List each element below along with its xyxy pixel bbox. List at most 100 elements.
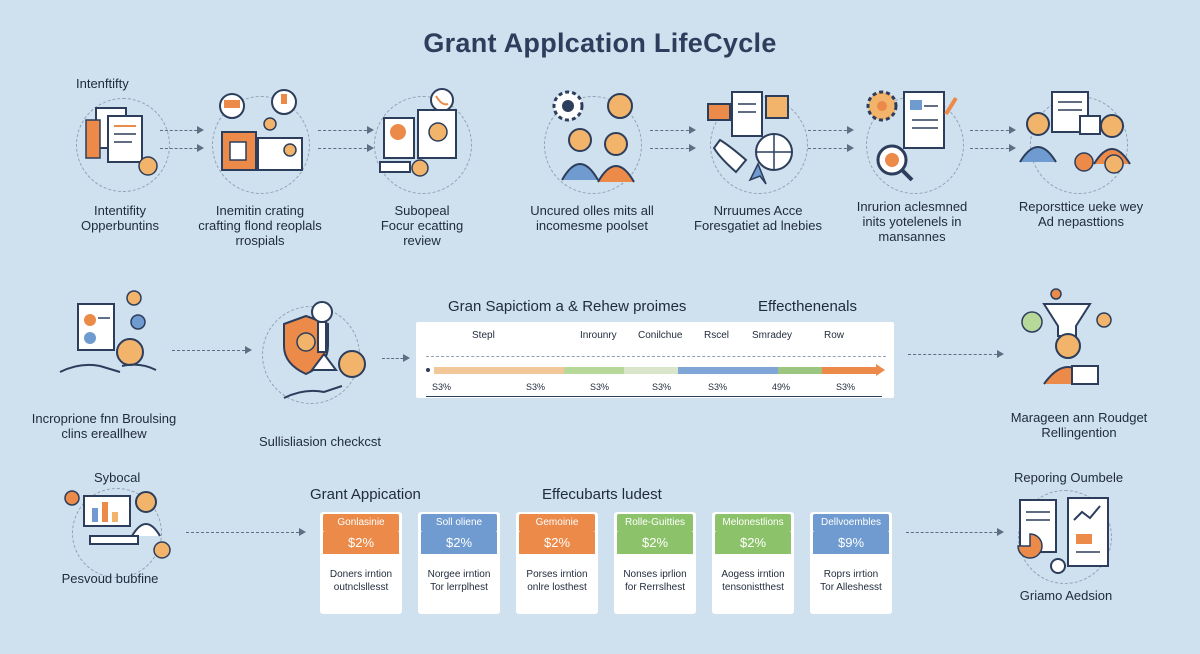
row3-left-label: Pesvoud bubfine: [61, 571, 159, 586]
card-value: $2%: [715, 532, 791, 554]
timeline-percent: S3%: [708, 382, 728, 392]
timeline-percent: S3%: [836, 382, 856, 392]
step-label: Reporsttice ueke wey Ad nepasttions: [1018, 199, 1144, 229]
timeline-segment: [778, 367, 822, 374]
section-title: Effecubarts ludest: [542, 486, 662, 503]
card-description: Nonses iprlion for Rerrslhest: [623, 569, 687, 593]
flow-arrow: [186, 528, 306, 536]
row2-right-label: Marageen ann Roudget Rellingention: [1010, 410, 1148, 440]
metric-card: Soll oliene $2% Norgee irntion Tor lerrp…: [418, 512, 500, 614]
timeline-header: Conilchue: [638, 330, 683, 341]
timeline-segment: [822, 367, 876, 374]
flow-arrow: [808, 144, 854, 152]
page-title: Grant Applcation LifeCycle: [423, 28, 777, 58]
funnel-manager-icon: [1021, 288, 1112, 385]
card-value: $2%: [421, 532, 497, 554]
timeline-percent: 49%: [772, 382, 791, 392]
timeline-segment: [564, 367, 624, 374]
timeline-header: Smradey: [752, 330, 793, 341]
timeline-header: Rscel: [704, 330, 730, 341]
card-description: Aogess irntion tensonistthest: [721, 569, 785, 593]
timeline-percent: S3%: [526, 382, 546, 392]
flow-arrow: [970, 126, 1016, 134]
flow-arrow: [650, 126, 696, 134]
flow-arrow: [172, 346, 252, 354]
flow-arrow: [318, 126, 374, 134]
timeline-title-secondary: Effecthenenals: [758, 298, 857, 315]
timeline-percent: S3%: [652, 382, 672, 392]
flow-arrow: [908, 350, 1004, 358]
metric-card: Rolle-Guitties $2% Nonses iprlion for Re…: [614, 512, 696, 614]
document-phone-icon: [379, 88, 457, 177]
idea-laptop-icon: [219, 89, 303, 171]
metric-card: Melonestlions $2% Aogess irntion tensoni…: [712, 512, 794, 614]
step-label: Subopeal Focur ecatting review: [380, 203, 464, 248]
card-description: Doners irntion outnclsllesst: [329, 569, 393, 593]
row1-top-label: Intenftifty: [76, 76, 129, 91]
card-description: Norgee irntion Tor lerrplhest: [427, 569, 491, 593]
flow-arrow: [382, 354, 410, 362]
timeline-header: Row: [824, 330, 845, 341]
card-header: Melonestlions: [715, 514, 791, 532]
metric-card: Gemoinie $2% Porses irntion onlre losthe…: [516, 512, 598, 614]
card-value: $2%: [323, 532, 399, 554]
flow-arrow: [160, 126, 204, 134]
timeline-header: Inrounry: [580, 330, 617, 341]
step-label: Inrurion aclesmned inits yotelenels in m…: [856, 199, 968, 244]
card-value: $9%: [813, 532, 889, 554]
step-circle: [212, 96, 310, 194]
flow-arrow: [906, 528, 1004, 536]
timeline-segment: [678, 367, 778, 374]
row3-right-top-label: Reporing Oumbele: [1014, 470, 1124, 485]
row3-right-label: Griamo Aedsion: [1019, 588, 1113, 603]
step-circle: [374, 96, 472, 194]
presentation-icon: [64, 490, 171, 559]
timeline-percent: S3%: [590, 382, 610, 392]
documents-icon: [85, 107, 158, 176]
card-description: Porses irntion onlre losthest: [526, 569, 588, 593]
card-header: Gemoinie: [519, 514, 595, 532]
card-description: Roprs irrtion Tor Alleshesst: [820, 569, 882, 593]
timeline-segment: [624, 367, 678, 374]
metric-card: Dellvoembles $9% Roprs irrtion Tor Alles…: [810, 512, 892, 614]
reports-chart-icon: [1017, 497, 1109, 574]
step-label: Inemitin crating crafting flond reoplals…: [198, 203, 322, 248]
step-circle: [544, 96, 642, 194]
step-circle: [76, 98, 170, 192]
metric-card: Gonlasinie $2% Doners irntion outnclslle…: [320, 512, 402, 614]
step-label: Nrruumes Acce Foresgatiet ad lnebies: [694, 203, 822, 233]
flow-arrow: [160, 144, 204, 152]
step-circle: [72, 488, 162, 578]
hand-review-icon: [707, 91, 793, 185]
timeline-axis: [426, 396, 882, 397]
card-header: Dellvoembles: [813, 514, 889, 532]
timeline-title: Gran Sapictiom a & Rehew proimes: [448, 298, 687, 315]
timeline-segment: [434, 367, 564, 374]
card-value: $2%: [519, 532, 595, 554]
timeline-panel: Stepl Inrounry Conilchue Rscel Smradey R…: [416, 322, 894, 398]
reporting-people-icon: [1019, 91, 1131, 174]
row2-middle-label: Sullisliasion checkcst: [258, 434, 382, 449]
timeline-start-dot: [426, 368, 430, 372]
card-header: Soll oliene: [421, 514, 497, 532]
card-header: Rolle-Guitties: [617, 514, 693, 532]
step-label: Uncured olles mits all incomesme poolset: [530, 203, 654, 233]
timeline-header: Stepl: [472, 330, 495, 341]
flow-arrow: [650, 144, 696, 152]
step-circle: [1018, 490, 1112, 584]
timeline-percent: S3%: [432, 382, 452, 392]
card-header: Gonlasinie: [323, 514, 399, 532]
section-title: Grant Appication: [310, 486, 421, 503]
timeline-arrowhead: [876, 364, 885, 376]
row2-left-label: Incroprione fnn Broulsing clins ereallhe…: [31, 411, 177, 441]
flow-arrow: [318, 144, 374, 152]
step-label: Intentifity Opperbuntins: [80, 203, 160, 233]
hands-profile-icon: [59, 290, 157, 373]
row3-left-top-label: Sybocal: [94, 470, 141, 485]
checklist-magnifier-icon: [866, 90, 958, 182]
flow-arrow: [808, 126, 854, 134]
shield-hand-icon: [283, 301, 366, 399]
card-value: $2%: [617, 532, 693, 554]
team-gear-icon: [552, 90, 635, 183]
flow-arrow: [970, 144, 1016, 152]
